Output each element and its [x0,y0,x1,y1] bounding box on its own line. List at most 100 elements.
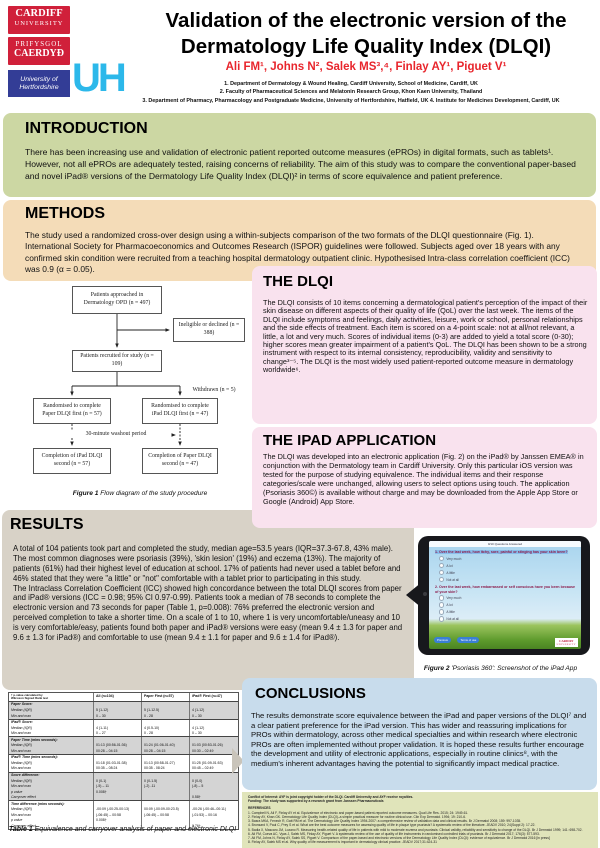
results-heading: RESULTS [10,516,84,533]
title-line-2: Dermatology Life Quality Index (DLQI) [180,34,552,58]
reference-item: 5. Badia X, Mascaro JM, Lozano R. Measur… [248,827,583,832]
table1-cell: 0.008† [93,789,141,795]
table1-cell: -00:09 (-00:25-00:13) [93,806,141,813]
flow-box-randomised-ipad: Randomised to complete iPad DLQI first (… [142,398,218,424]
table1-cell [93,737,141,743]
table1-cell: 00:45 – 02:49 [189,765,237,772]
funding-statement: Funding: The study was supported by a re… [248,799,384,804]
table1-cell: (-5) – 11 [93,783,141,790]
introduction-body: There has been increasing use and valida… [25,147,576,181]
affiliation-line: 3. Department of Pharmacy, Pharmacology … [142,97,560,104]
radio-button-icon [439,569,445,576]
table-row: Median (IQR)01:18 (01:03-01:38)01:13 (00… [9,760,238,766]
table1-cell [189,701,237,708]
app-option: A little [439,609,575,615]
table1-caption: Table 1 Equivalence and carryover analys… [8,826,237,833]
flow-box-randomised-paper: Randomised to complete Paper DLQI first … [33,398,111,424]
results-panel: RESULTS A total of 104 patients took par… [2,510,414,690]
table1-cell: 00:35 - 08:24 [141,765,189,772]
app-logo-text: UNIVERSITY [556,643,576,646]
ipad-app-screen: 0/10 Questions Answered 1. Over the last… [429,541,581,649]
app-option-label: Very much [446,556,462,561]
reference-item: 6. Ali FM, Cueva AC, Vyas J, Salek MS, F… [248,831,540,836]
table1-row-label: Carryover effect [11,795,36,800]
flow-box-completion-ipad: Completion of iPad DLQI second (n = 57) [33,448,111,474]
table1-cell: 0 – 30 [93,713,141,719]
reference-item: 2. Finlay AY, Khan GK. Dermatology Life … [248,814,466,819]
radio-button-icon [439,616,445,622]
table1-cell: 4 (1-12) [189,707,237,714]
figure1-caption-text: Flow diagram of the study procedure [98,490,208,497]
table1-cell: 01:24 (01:06-01:40) [141,742,189,749]
table1-cell: 00:35 – 08:24 [93,765,141,772]
table1-cell: 00:28 – 04:15 [93,748,141,754]
table1-section: iPad® Score:Median (IQR)4 (1-11)4 (0.5-1… [9,718,238,737]
table1-cell [141,719,189,726]
table1-caption-text: Equivalence and carryover analysis of pa… [32,826,237,833]
table1-row-label: Median (IQR) [11,725,33,730]
flow-box-completion-paper: Completion of Paper DLQI second (n = 47) [142,448,218,474]
table1-cell [141,801,189,807]
table1-cell: 4 (1-12) [189,725,237,731]
flow-box-approached: Patients approached in Dermatology OPD (… [72,286,162,314]
table1-section-label-row: Score difference: [9,772,238,779]
references-footer: Conflict of Interest: AYF is joint copyr… [242,792,598,848]
introduction-panel: INTRODUCTION There has been increasing u… [3,113,596,197]
table1-cell: -00:26 (-00:46--00:11) [189,806,237,813]
radio-button-icon [439,609,445,615]
table1-cell [189,801,237,807]
table1-cell: 0 – 30 [189,713,237,719]
table1-cell [141,794,189,801]
reference-item: 8. Finlay AY, Salek MS et al. Why qualit… [248,840,437,845]
table1-cell: 0.008† [93,817,141,824]
radio-button-icon [439,555,445,562]
references-heading: REFERENCES [248,806,271,811]
table-row: Min and max(-06:45) – 00:58(-06:45) – 00… [9,812,238,818]
app-option-label: A lot [446,603,453,608]
methods-heading: METHODS [25,205,105,222]
table1-cell: 01:25 (01:09-01:53) [189,760,237,766]
app-status-bar: 0/10 Questions Answered [429,541,581,547]
table1-cell [93,701,141,708]
table1-cell: 4 (0.5-10) [141,725,189,731]
reference-item: 3. Basra MKA, Fenech R, Gatt RM et al. T… [248,819,522,824]
table1-cell [141,817,189,824]
table1-section-label: Score difference: [11,773,40,778]
dlqi-heading: THE DLQI [263,273,333,290]
logo-text: PRIFYSGOL [15,40,63,48]
table1-cell [93,823,141,829]
table1-section: iPad® Time (mins seconds):Median (IQR)01… [9,753,238,772]
figure2-caption: Figure 2 'Psoriasis 360': Screenshot of … [408,665,593,672]
introduction-heading: INTRODUCTION [25,120,148,137]
table1-cell: 0 (0-1) [93,778,141,784]
reference-item: 1. Campbell N, Ali F, Finlay AY et al. E… [248,810,469,815]
app-terms-button: Terms of use [457,637,480,643]
table1-row-label: Carryover effect [11,823,36,828]
table1-section-label-row: iPad® Time (mins seconds): [9,754,238,761]
university-of-hertfordshire-logo: University of Hertfordshire [8,70,70,97]
app-cardiff-logo: CARDIFF UNIVERSITY [554,638,578,647]
table1-column-header: iPad® First (n=47) [189,693,237,701]
app-option: Very much [439,555,575,562]
table1-cell: 00:28 – 04:15 [141,748,189,754]
table1-cell [189,719,237,726]
table1-cell: 4 (1-11) [93,725,141,731]
flow-label-washout: 30-minute washout period [62,431,170,437]
conclusions-heading: CONCLUSIONS [255,685,366,702]
app-option: A lot [439,602,575,608]
conclusions-panel: CONCLUSIONS The results demonstrate scor… [242,678,597,790]
radio-button-icon [439,602,445,608]
radio-button-icon [439,562,445,569]
cardiff-university-logo: CARDIFF UNIVERSITY [8,6,70,34]
table1-cell [189,754,237,761]
table1-cell: (-06:45) – 00:58 [141,812,189,818]
table-row: Median (IQR)5 (1-12)5 (1-12.5)4 (1-12) [9,707,238,714]
affiliation-line: 2. Faculty of Pharmaceutical Sciences an… [219,89,483,96]
flow-box-ineligible: Ineligible or declined (n = 388) [173,318,245,342]
